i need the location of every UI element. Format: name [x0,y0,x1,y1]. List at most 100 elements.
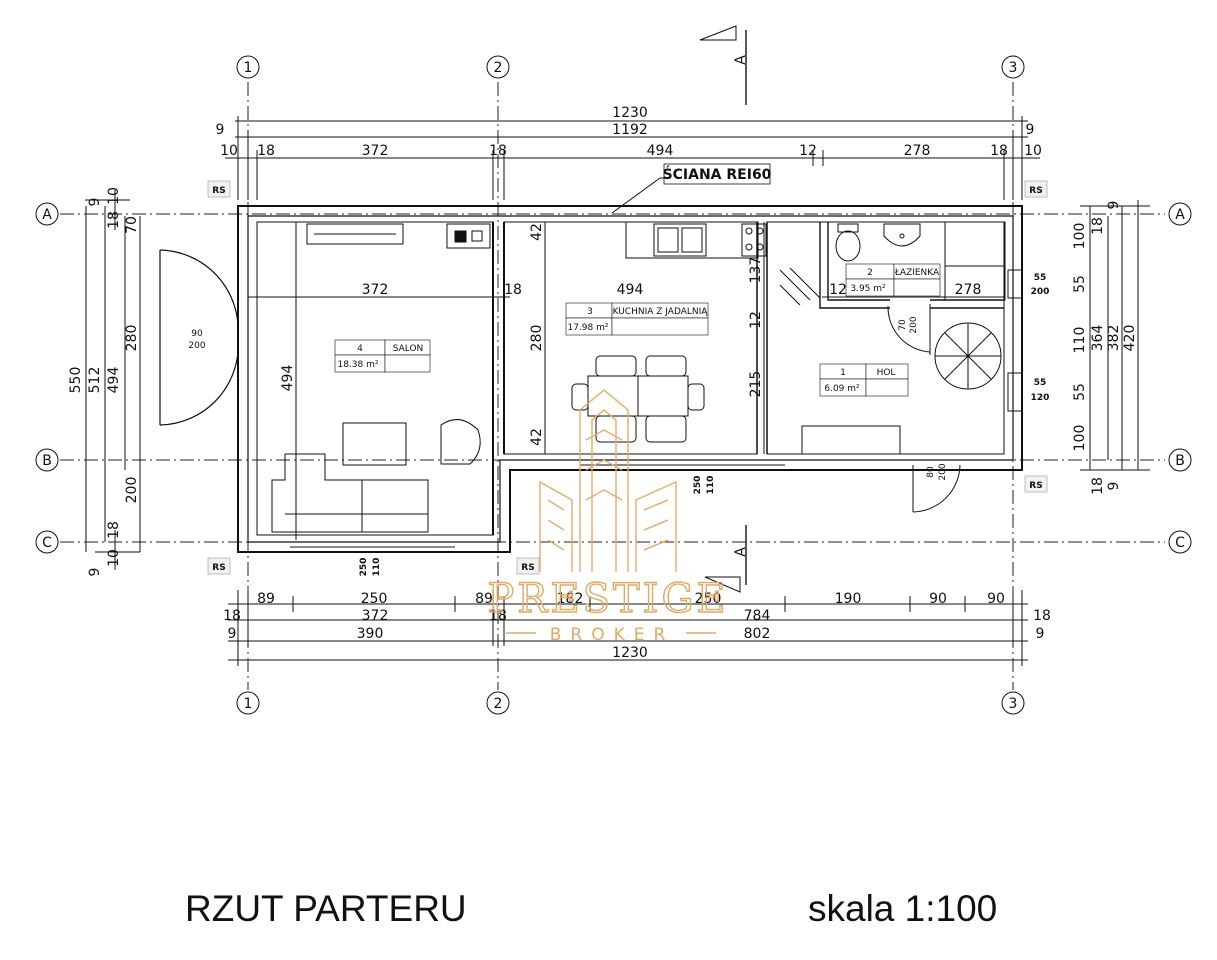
svg-text:250: 250 [359,558,369,577]
svg-text:278: 278 [904,143,931,159]
svg-text:1: 1 [244,60,253,76]
svg-text:1: 1 [840,368,846,378]
dimension-chain-bottom [228,590,1028,666]
svg-text:512: 512 [87,367,103,394]
svg-text:18: 18 [223,608,241,624]
svg-text:9: 9 [87,568,103,577]
svg-text:3: 3 [1009,696,1018,712]
svg-text:SALON: SALON [393,344,424,354]
svg-text:17.98 m²: 17.98 m² [567,323,608,333]
svg-text:110: 110 [372,558,382,577]
svg-text:A: A [42,207,52,223]
rs-marker-top-right: RS [1024,180,1048,198]
axis-bubble-2-bottom: 2 [486,691,510,715]
svg-text:B: B [1175,453,1185,469]
svg-text:550: 550 [68,367,84,394]
svg-text:18: 18 [106,211,122,229]
dimension-chain-top [225,116,1040,200]
rs-marker-mid-right: RS [1024,475,1048,493]
room-label-bathroom: 2 ŁAZIENKA 3.95 m² [845,263,941,297]
svg-text:382: 382 [1106,325,1122,352]
window-bath [1007,269,1023,299]
svg-text:250: 250 [693,476,703,495]
svg-text:18: 18 [504,282,522,298]
inner-dimensions [248,222,1004,540]
svg-text:494: 494 [106,367,122,394]
svg-text:100: 100 [1072,223,1088,250]
axis-bubble-B-left: B [35,448,59,472]
drawing-scale: skala 1:100 [808,888,998,929]
section-mark-top: A [699,25,749,105]
svg-text:420: 420 [1122,325,1138,352]
svg-text:200: 200 [188,341,205,351]
axis-bubble-1-bottom: 1 [236,691,260,715]
axis-bubble-A-right: A [1168,202,1192,226]
svg-text:42: 42 [529,428,545,446]
room-label-salon: 4 SALON 18.38 m² [334,339,431,373]
svg-text:12: 12 [748,311,764,329]
svg-text:390: 390 [357,626,384,642]
svg-text:200: 200 [1031,287,1050,297]
svg-text:494: 494 [280,365,296,392]
svg-text:6.09 m²: 6.09 m² [824,384,860,394]
axis-bubble-3-bottom: 3 [1001,691,1025,715]
svg-text:18: 18 [106,521,122,539]
svg-text:9: 9 [1036,626,1045,642]
svg-text:70: 70 [124,216,140,234]
svg-text:120: 120 [1031,393,1050,403]
axis-bubble-3-top: 3 [1001,55,1025,79]
svg-text:89: 89 [257,591,275,607]
watermark-logo [539,389,677,572]
svg-text:70: 70 [898,319,908,331]
svg-text:200: 200 [909,316,919,333]
svg-text:ŚCIANA REI60: ŚCIANA REI60 [663,165,772,183]
svg-text:RS: RS [521,563,534,573]
wall-label-rei60: ŚCIANA REI60 [611,163,772,214]
svg-text:A: A [733,55,749,65]
svg-text:HOL: HOL [877,368,896,378]
svg-text:18: 18 [990,143,1008,159]
svg-text:55: 55 [1072,275,1088,293]
svg-text:2: 2 [867,268,873,278]
svg-text:80: 80 [926,466,936,478]
building-outline [237,205,1023,553]
svg-text:100: 100 [1072,425,1088,452]
svg-text:18: 18 [1033,608,1051,624]
svg-text:784: 784 [744,608,771,624]
kitchen-furniture [571,221,767,443]
svg-text:372: 372 [362,608,389,624]
svg-text:372: 372 [362,282,389,298]
svg-text:42: 42 [529,223,545,241]
svg-text:A: A [1175,207,1185,223]
svg-text:C: C [1175,535,1185,551]
svg-text:12: 12 [799,143,817,159]
svg-text:12: 12 [829,282,847,298]
bathroom-furniture [835,221,1006,301]
svg-text:1: 1 [244,696,253,712]
svg-text:10: 10 [1024,143,1042,159]
axis-bubble-1-top: 1 [236,55,260,79]
svg-text:4: 4 [357,344,363,354]
svg-text:18: 18 [257,143,275,159]
svg-text:137: 137 [748,257,764,284]
svg-text:110: 110 [1072,327,1088,354]
room-label-hol: 1 HOL 6.09 m² [819,363,909,397]
svg-text:89: 89 [475,591,493,607]
svg-text:90: 90 [191,329,203,339]
svg-text:55: 55 [1034,378,1047,388]
svg-text:90: 90 [987,591,1005,607]
svg-text:280: 280 [124,325,140,352]
svg-text:494: 494 [647,143,674,159]
svg-text:372: 372 [362,143,389,159]
svg-text:278: 278 [955,282,982,298]
section-mark-bottom: A [704,525,749,593]
window-hol [1007,372,1023,412]
svg-text:364: 364 [1090,325,1106,352]
watermark-sub: BROKER [550,625,675,645]
svg-text:2: 2 [494,696,503,712]
svg-text:55: 55 [1034,273,1047,283]
svg-text:KUCHNIA Z JADALNIĄ: KUCHNIA Z JADALNIĄ [613,307,709,317]
svg-text:55: 55 [1072,383,1088,401]
dimension-chain-left [85,190,141,570]
